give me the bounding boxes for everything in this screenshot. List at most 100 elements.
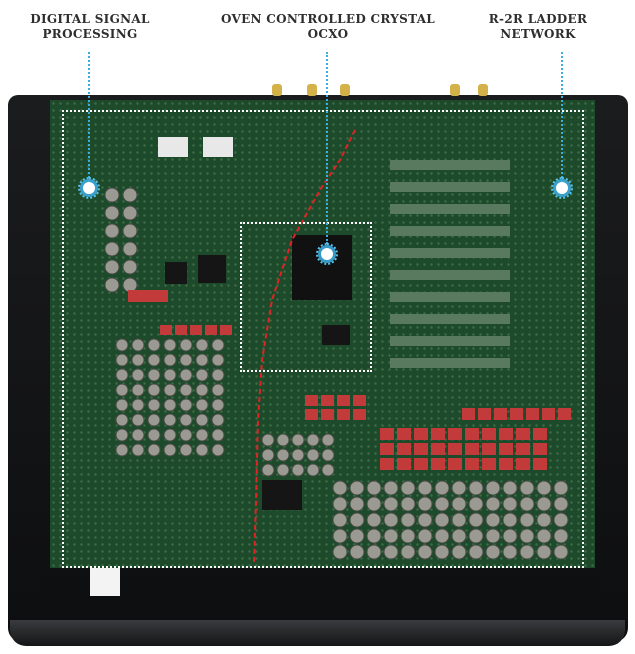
dsp-marker-ring: [78, 177, 100, 199]
capacitor: [163, 398, 177, 412]
resistor: [499, 428, 513, 440]
label-oven-controlled-crystal: OVEN CONTROLLED CRYSTAL OCXO: [218, 12, 438, 42]
resistor: [482, 458, 496, 470]
resistor: [337, 395, 350, 406]
label-line: NETWORK: [500, 27, 576, 41]
ocxo-leader-line: [326, 52, 328, 244]
chip: [322, 325, 350, 345]
capacitor: [211, 443, 225, 457]
capacitor: [519, 496, 535, 512]
capacitor: [468, 480, 484, 496]
resistor: [353, 395, 366, 406]
capacitor: [115, 443, 129, 457]
capacitor: [349, 512, 365, 528]
capacitor: [434, 496, 450, 512]
capacitor: [131, 353, 145, 367]
resistor: [414, 443, 428, 455]
capacitor: [332, 528, 348, 544]
capacitor: [383, 544, 399, 560]
capacitor: [383, 496, 399, 512]
capacitor: [349, 480, 365, 496]
capacitor: [451, 544, 467, 560]
resistor: [533, 428, 547, 440]
resistor: [160, 325, 172, 335]
resistor-group: [128, 290, 571, 470]
capacitor: [451, 480, 467, 496]
capacitor: [163, 353, 177, 367]
capacitor: [115, 353, 129, 367]
capacitor: [383, 480, 399, 496]
capacitor: [321, 463, 335, 477]
capacitor: [332, 480, 348, 496]
capacitor: [163, 368, 177, 382]
capacitor: [291, 448, 305, 462]
capacitor: [434, 480, 450, 496]
resistor: [558, 408, 571, 420]
capacitor: [261, 463, 275, 477]
capacitor: [104, 259, 120, 275]
label-digital-signal-processing: DIGITAL SIGNAL PROCESSING: [20, 12, 160, 42]
capacitor: [163, 428, 177, 442]
capacitor: [211, 338, 225, 352]
rca-connector: [272, 84, 282, 96]
resistor-array: [390, 292, 510, 302]
capacitor: [502, 512, 518, 528]
capacitor: [291, 463, 305, 477]
capacitor: [366, 544, 382, 560]
component-block: [158, 137, 188, 157]
capacitor: [485, 528, 501, 544]
capacitor: [122, 241, 138, 257]
r2r-marker-ring: [551, 177, 573, 199]
front-panel-lip: [10, 620, 625, 646]
capacitor: [211, 353, 225, 367]
capacitor: [104, 187, 120, 203]
capacitor: [195, 353, 209, 367]
capacitor: [451, 496, 467, 512]
capacitor: [276, 433, 290, 447]
capacitor: [553, 544, 569, 560]
ribbon-cable: [90, 568, 120, 596]
capacitor: [383, 512, 399, 528]
capacitor: [104, 205, 120, 221]
capacitor: [417, 512, 433, 528]
capacitor: [468, 496, 484, 512]
resistor: [175, 325, 187, 335]
capacitor: [163, 383, 177, 397]
label-line: R-2R LADDER: [488, 12, 588, 26]
capacitor: [195, 368, 209, 382]
capacitor: [147, 338, 161, 352]
capacitor: [485, 496, 501, 512]
resistor: [533, 458, 547, 470]
capacitor: [553, 528, 569, 544]
capacitor: [122, 205, 138, 221]
capacitor: [115, 368, 129, 382]
capacitor: [434, 544, 450, 560]
resistor: [397, 428, 411, 440]
capacitor: [485, 512, 501, 528]
capacitor: [179, 368, 193, 382]
capacitor: [211, 413, 225, 427]
capacitor: [536, 528, 552, 544]
capacitor: [306, 433, 320, 447]
capacitor: [122, 187, 138, 203]
capacitor: [131, 338, 145, 352]
capacitor: [104, 241, 120, 257]
resistor-array: [390, 204, 510, 214]
resistor-array: [390, 226, 510, 236]
resistor: [321, 409, 334, 420]
capacitor: [434, 528, 450, 544]
capacitor: [553, 480, 569, 496]
capacitor: [195, 428, 209, 442]
capacitor: [261, 433, 275, 447]
resistor: [448, 443, 462, 455]
capacitor: [536, 544, 552, 560]
capacitor: [468, 544, 484, 560]
resistor: [190, 325, 202, 335]
capacitor: [276, 463, 290, 477]
capacitor: [400, 544, 416, 560]
ocxo-marker: [321, 248, 333, 260]
capacitor: [147, 398, 161, 412]
chip: [262, 480, 302, 510]
capacitor: [291, 433, 305, 447]
